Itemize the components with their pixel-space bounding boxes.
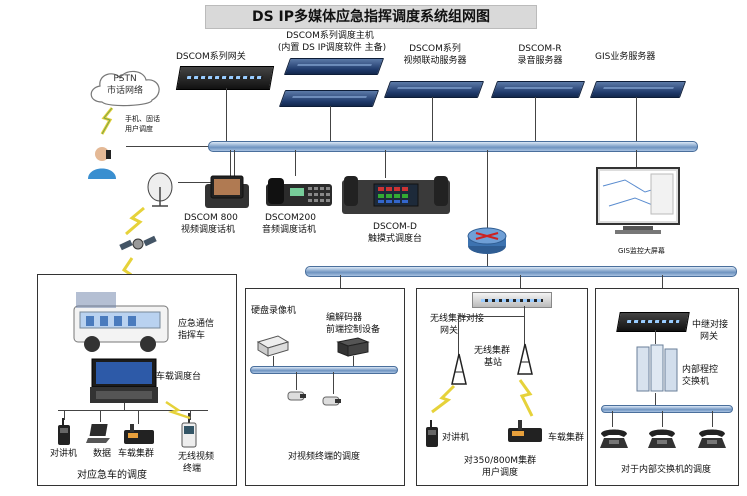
desk-phone-icon-3 bbox=[698, 429, 726, 448]
gis-monitor-label: GIS监控大屏幕 bbox=[618, 247, 665, 255]
lightning-icon bbox=[100, 107, 114, 135]
wireless-terminal-label-1: 无线视频 bbox=[178, 452, 215, 462]
codec-device-icon bbox=[336, 337, 370, 357]
walkie-talkie-icon bbox=[58, 418, 70, 445]
trunk-gateway-device bbox=[472, 292, 552, 308]
satellite-link-icon bbox=[125, 206, 145, 236]
gateway-device bbox=[175, 66, 275, 90]
audio-phone-icon bbox=[266, 178, 332, 206]
router-icon bbox=[467, 227, 507, 254]
wireless-terminal-label-2: 终端 bbox=[183, 464, 202, 474]
video-server bbox=[383, 81, 485, 98]
dvr-label: 硬盘录像机 bbox=[251, 306, 297, 316]
vehicle-walkie-label: 对讲机 bbox=[50, 449, 78, 459]
trunk-vehicle-radio-label: 车载集群 bbox=[548, 433, 585, 443]
video-caption: 对视频终端的调度 bbox=[287, 452, 360, 462]
recording-server bbox=[490, 81, 586, 98]
video-phone-label-1: DSCOM 800 bbox=[184, 213, 238, 223]
trunk-walkie-icon bbox=[426, 420, 438, 447]
vehicle-console-icon bbox=[90, 358, 158, 403]
laptop-icon bbox=[86, 424, 110, 443]
trunk-caption-1: 对350/800M集群 bbox=[463, 456, 537, 466]
camera-icon-2 bbox=[322, 396, 341, 406]
dispatch-host-primary bbox=[283, 58, 385, 75]
desk-phone-icon bbox=[600, 429, 628, 448]
base-station-icon bbox=[451, 353, 467, 385]
trunk-gateway-label-2: 网关 bbox=[440, 326, 459, 336]
camera-icon bbox=[287, 391, 306, 401]
vehicle-data-label: 数据 bbox=[93, 449, 112, 459]
pstn-label-1: PSTN bbox=[113, 74, 137, 84]
pbx-label-2: 交换机 bbox=[682, 377, 710, 387]
base-station-label-2: 基站 bbox=[484, 358, 503, 368]
pbx-bus bbox=[601, 405, 733, 413]
recorder-label-2: 录音服务器 bbox=[517, 56, 563, 66]
dispatch-host-backup bbox=[278, 90, 380, 107]
pbx-label-1: 内部程控 bbox=[682, 365, 719, 375]
radio-link-icon bbox=[431, 384, 456, 414]
pbx-caption: 对于内部交换机的调度 bbox=[620, 465, 711, 475]
backbone-bus-top bbox=[208, 141, 698, 152]
command-vehicle-icon bbox=[73, 292, 169, 352]
pstn-cloud-icon bbox=[90, 70, 160, 107]
audio-phone-label-1: DSCOM200 bbox=[265, 213, 316, 223]
pstn-label-2: 市话网络 bbox=[106, 86, 143, 96]
trunk-walkie-label: 对讲机 bbox=[442, 433, 470, 443]
mobile-user-icon bbox=[88, 147, 116, 179]
dvr-icon bbox=[256, 335, 290, 357]
touch-console-icon bbox=[342, 176, 450, 214]
pstn-users-1: 手机、固话 bbox=[125, 115, 160, 123]
wireless-link-icon bbox=[165, 400, 191, 420]
touch-console-label-2: 触摸式调度台 bbox=[367, 234, 422, 244]
desk-phone-icon-2 bbox=[648, 429, 676, 448]
vehicle-console-label: 车载调度台 bbox=[156, 372, 202, 382]
video-phone-label-2: 视频调度话机 bbox=[181, 225, 236, 235]
relay-gateway-device bbox=[616, 312, 690, 332]
recorder-label-1: DSCOM-R bbox=[518, 44, 562, 54]
gis-server-label: GIS业务服务器 bbox=[595, 52, 656, 62]
vehicle-label-1: 应急通信 bbox=[178, 319, 215, 329]
vehicle-radio-label: 车载集群 bbox=[118, 449, 155, 459]
relay-gateway-label-1: 中继对接 bbox=[692, 320, 729, 330]
backbone-bus-bottom bbox=[305, 266, 737, 277]
relay-gateway-label-2: 网关 bbox=[700, 332, 719, 342]
trunk-vehicle-radio-icon bbox=[508, 420, 542, 442]
pbx-switch-icon bbox=[636, 344, 678, 392]
video-phone-icon bbox=[205, 175, 249, 208]
vehicle-caption: 对应急车的调度 bbox=[77, 470, 147, 481]
vehicle-label-2: 指挥车 bbox=[178, 331, 206, 341]
gis-monitor-icon bbox=[596, 167, 680, 234]
video-server-label-1: DSCOM系列 bbox=[409, 44, 461, 54]
trunk-gateway-label-1: 无线集群对接 bbox=[430, 314, 485, 324]
gis-server bbox=[589, 81, 687, 98]
base-station-label-1: 无线集群 bbox=[474, 346, 511, 356]
radio-link-icon-2 bbox=[518, 379, 534, 417]
host-label-2: (内置 DS IP调度软件 主备) bbox=[277, 43, 387, 53]
codec-label-1: 编解码器 bbox=[326, 313, 363, 323]
pstn-users-2: 用户调度 bbox=[125, 125, 153, 133]
trunk-caption-2: 用户调度 bbox=[481, 468, 518, 478]
touch-console-label-1: DSCOM-D bbox=[373, 222, 417, 232]
diagram-title: DS IP多媒体应急指挥调度系统组网图 bbox=[205, 5, 537, 29]
vehicle-radio-icon bbox=[124, 424, 154, 444]
satellite-icon bbox=[119, 235, 157, 251]
video-bus bbox=[250, 366, 398, 374]
audio-phone-label-2: 音频调度话机 bbox=[262, 225, 317, 235]
video-terminal-panel bbox=[245, 288, 405, 486]
satellite-dish-icon bbox=[147, 172, 173, 207]
wireless-video-terminal-icon bbox=[181, 413, 197, 448]
video-server-label-2: 视频联动服务器 bbox=[403, 56, 467, 66]
codec-label-2: 前端控制设备 bbox=[326, 325, 381, 335]
gateway-label: DSCOM系列网关 bbox=[176, 52, 246, 62]
trunking-panel bbox=[416, 288, 588, 486]
host-label-1: DSCOM系列调度主机 bbox=[286, 31, 374, 41]
base-station-icon-2 bbox=[517, 343, 533, 375]
